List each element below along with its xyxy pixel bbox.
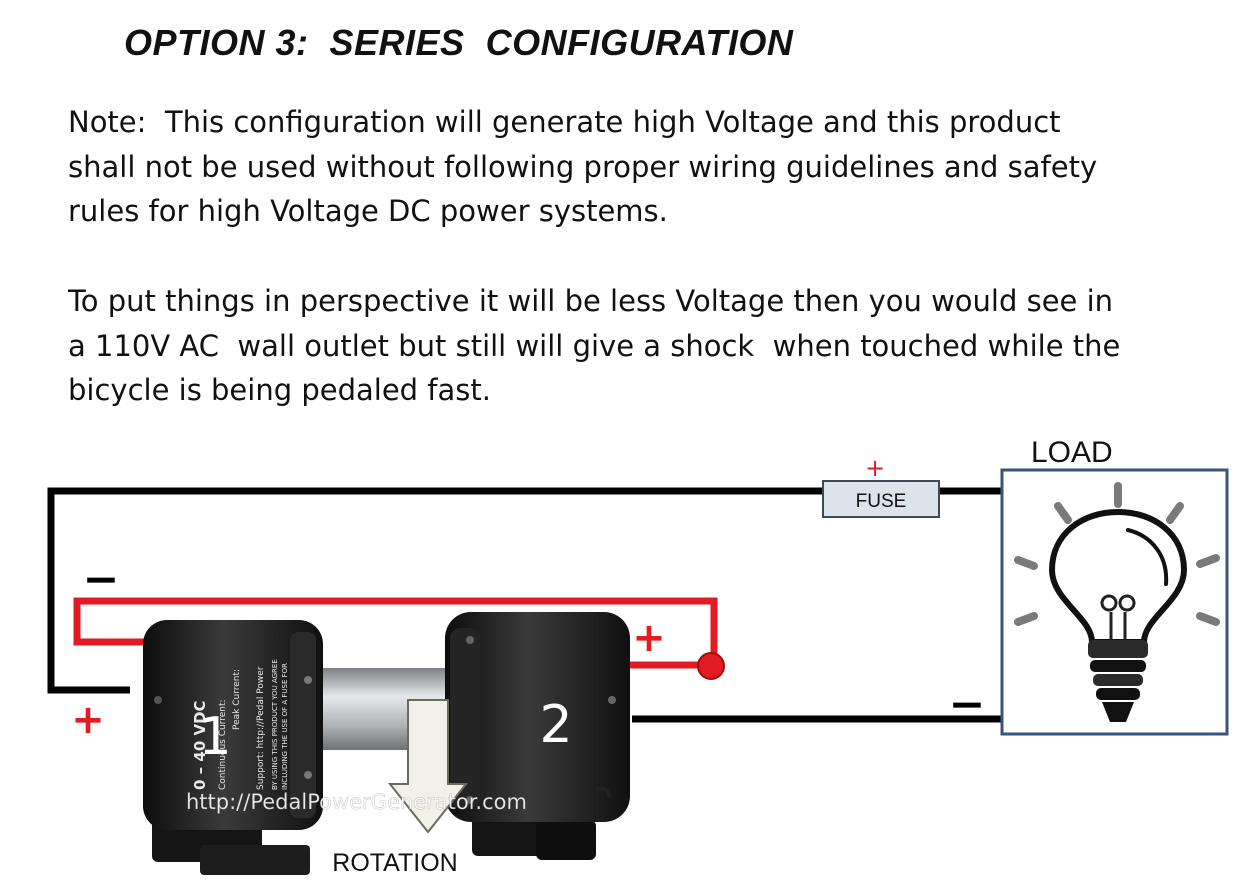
rotation-arrow	[387, 699, 469, 834]
note-line: rules for high Voltage DC power systems.	[68, 194, 668, 228]
perspective-line: bicycle is being pedaled fast.	[68, 373, 491, 407]
fuse-label: FUSE	[856, 491, 907, 512]
perspective-line: a 110V AC wall outlet but still will giv…	[68, 328, 1121, 363]
motor-label-line: Continuous Current:	[218, 699, 228, 790]
perspective-note: To put things in perspective it will be …	[68, 279, 1218, 413]
watermark: http://PedalPowerGenerator.com	[186, 790, 527, 814]
perspective-line: To put things in perspective it will be …	[68, 284, 1114, 318]
motor-label-line: INCLUDING THE USE OF A FUSE FOR	[281, 663, 289, 790]
motor-2	[445, 612, 630, 860]
note-line: Note: This configuration will generate h…	[68, 105, 1061, 139]
rotation-label: ROTATION	[332, 849, 457, 877]
motor-label-line: 0 – 40 VDC	[191, 700, 209, 790]
plus-motor-2: +	[632, 615, 666, 661]
motor-1-number: 1	[198, 707, 231, 767]
note-line: shall not be used without following prop…	[68, 149, 1098, 184]
minus-top-left: −	[83, 554, 120, 605]
safety-note: Note: This configuration will generate h…	[68, 100, 1218, 234]
load-label: LOAD	[1031, 436, 1113, 469]
fuse	[822, 480, 940, 518]
positive-terminal-dot	[697, 652, 725, 680]
motor-1: 0 – 40 VDC Continuous Current: Peak Curr…	[143, 620, 323, 875]
page-title: OPTION 3: SERIES CONFIGURATION	[124, 22, 794, 63]
motor-2-number: 2	[539, 695, 572, 755]
motor-label-line: BY USING THIS PRODUCT YOU AGREE	[271, 659, 279, 790]
fuse-polarity: +	[865, 454, 885, 482]
light-bulb-icon	[1014, 482, 1220, 722]
positive-series-wire	[73, 597, 718, 665]
motor-label-line: Peak Current:	[232, 669, 242, 730]
motor-label-line: Support: http://Pedal Power	[256, 666, 266, 790]
plus-bottom-left: +	[71, 697, 105, 743]
negative-wire-top	[47, 487, 822, 694]
minus-load: −	[949, 679, 986, 730]
